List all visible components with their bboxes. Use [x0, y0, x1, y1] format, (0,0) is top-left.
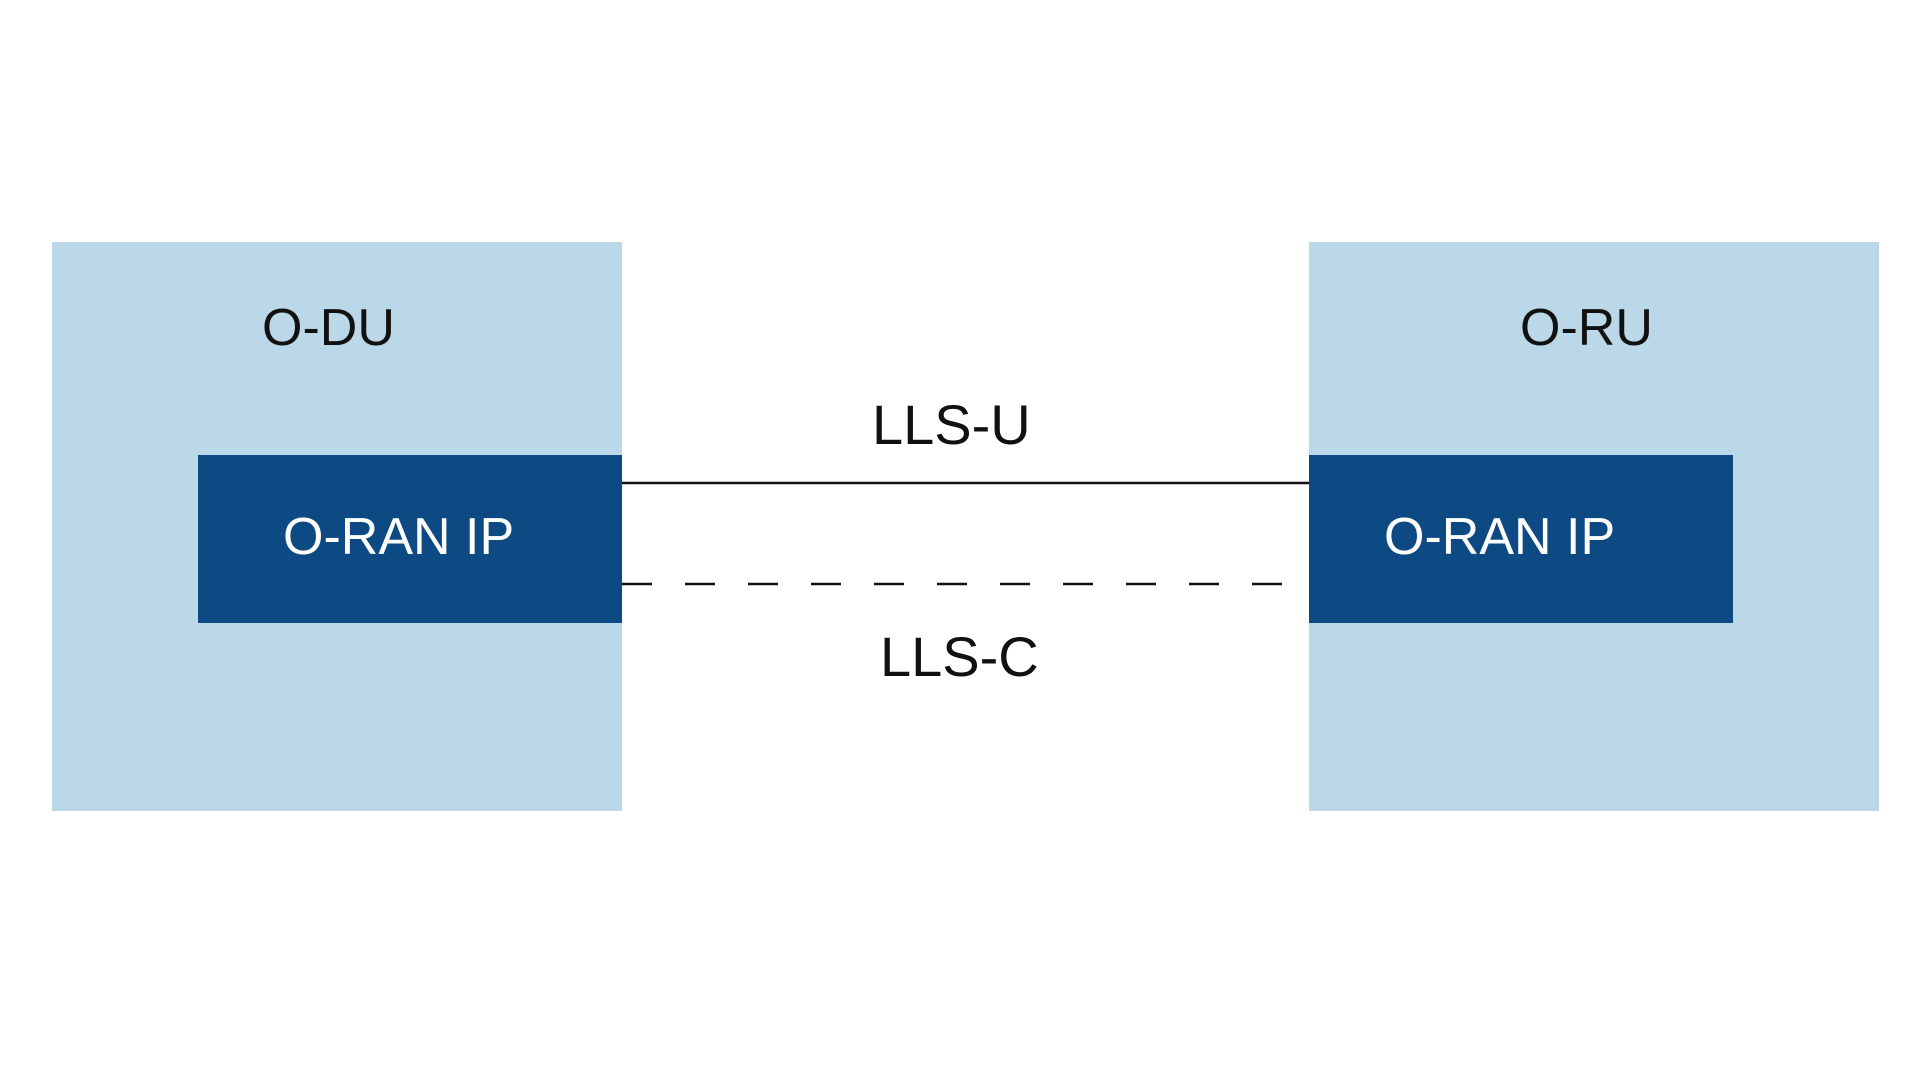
o-ru-title: O-RU: [1520, 299, 1653, 357]
o-ru-oran-ip-label: O-RAN IP: [1384, 508, 1616, 566]
o-du-oran-ip-block: O-RAN IP: [198, 455, 622, 623]
lls-c-label: LLS-C: [880, 625, 1039, 688]
o-du-title: O-DU: [262, 299, 395, 357]
o-du-oran-ip-label: O-RAN IP: [283, 508, 515, 566]
lls-u-label: LLS-U: [872, 393, 1031, 456]
o-ru-oran-ip-block: O-RAN IP: [1309, 455, 1733, 623]
